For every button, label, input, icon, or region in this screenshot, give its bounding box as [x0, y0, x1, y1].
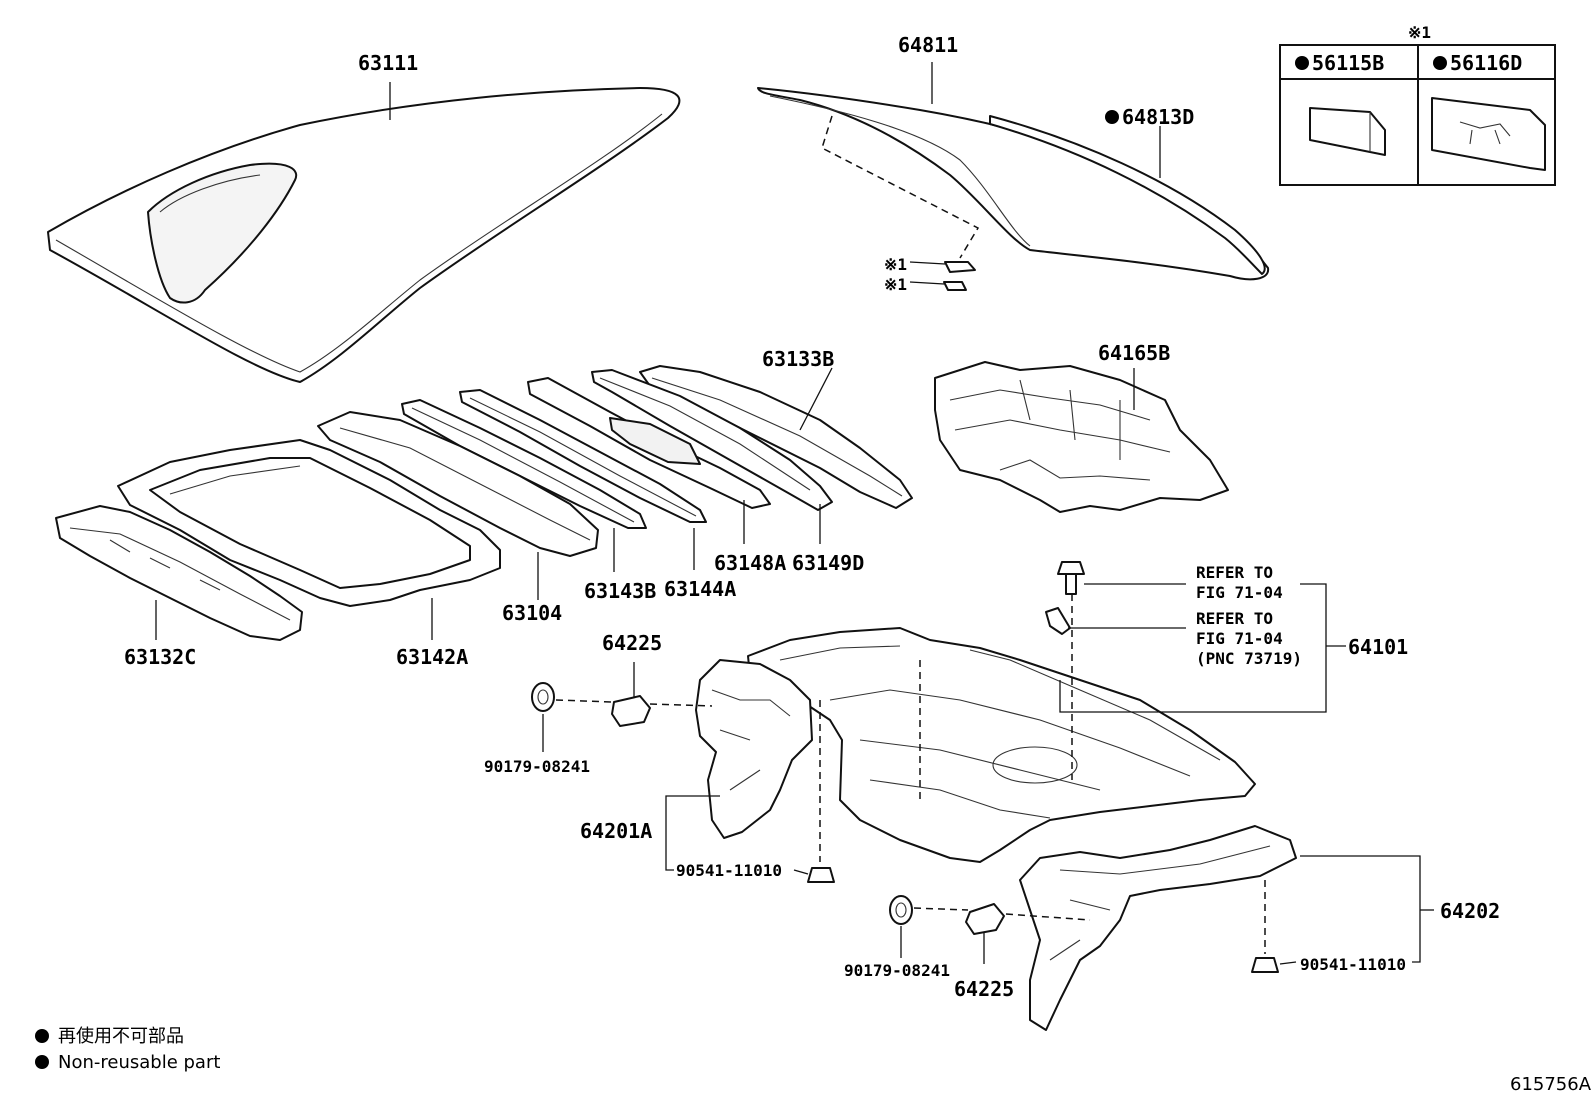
label-63104: 63104: [502, 601, 562, 625]
bolt-fig-71-04: [1057, 561, 1085, 595]
legend-japanese: 再使用不可部品: [58, 1026, 184, 1047]
ref-2-line-2: FIG 71-04: [1196, 629, 1283, 648]
label-64813D: 64813D: [1122, 105, 1194, 129]
label-90541-left: 90541-11010: [676, 861, 782, 880]
label-90541-right: 90541-11010: [1300, 955, 1406, 974]
roof-header-front: [317, 411, 599, 557]
legend-english: Non-reusable part: [58, 1052, 220, 1073]
label-63132C: 63132C: [124, 645, 196, 669]
label-64101: 64101: [1348, 635, 1408, 659]
bracket-64225-left: [611, 695, 651, 727]
roof-bow-63144A: [459, 389, 707, 523]
ref-1-line-1: REFER TO: [1196, 563, 1273, 582]
label-90179-right: 90179-08241: [844, 961, 950, 980]
label-56116D: 56116D: [1450, 51, 1522, 75]
inset-box: [1279, 44, 1556, 186]
back-window-glass: [757, 87, 1270, 281]
back-window-moulding: [989, 115, 1266, 275]
roof-bow-63149D: [591, 369, 833, 511]
label-64225-right: 64225: [954, 977, 1014, 1001]
inset-mark: ※1: [1408, 23, 1431, 42]
windshield-header-panel: [55, 505, 303, 641]
roof-bow-63148A: [527, 377, 771, 509]
label-63143B: 63143B: [584, 579, 656, 603]
nut-90179-right: [889, 895, 913, 925]
label-64202: 64202: [1440, 899, 1500, 923]
label-90179-left: 90179-08241: [484, 757, 590, 776]
diagram-id: 615756A: [1510, 1074, 1592, 1095]
sunroof-reinforcement: [117, 439, 501, 607]
label-64225-left: 64225: [602, 631, 662, 655]
legend-dot-icon: [35, 1055, 49, 1069]
legend-dot-icon: [35, 1029, 49, 1043]
bracket-64225-right: [965, 903, 1005, 935]
bracket-pnc-73719: [1045, 607, 1071, 635]
label-63133B: 63133B: [762, 347, 834, 371]
label-64811: 64811: [898, 33, 958, 57]
nut-90179-left: [531, 682, 555, 712]
package-tray-panel: [747, 627, 1256, 863]
callout-note-2: ※1: [884, 275, 907, 294]
callout-note-1: ※1: [884, 255, 907, 274]
label-64165B: 64165B: [1098, 341, 1170, 365]
non-reusable-marker: [1295, 56, 1309, 70]
ref-1-line-2: FIG 71-04: [1196, 583, 1283, 602]
roof-panel: [47, 87, 681, 383]
label-63111: 63111: [358, 51, 418, 75]
label-56115B: 56115B: [1312, 51, 1384, 75]
label-64201A: 64201A: [580, 819, 652, 843]
clip-spacer-2: [943, 281, 967, 291]
label-63142A: 63142A: [396, 645, 468, 669]
label-63149D: 63149D: [792, 551, 864, 575]
plug-90541-left: [807, 867, 835, 883]
non-reusable-marker: [1105, 110, 1119, 124]
ref-2-line-1: REFER TO: [1196, 609, 1273, 628]
ref-2-line-3: (PNC 73719): [1196, 649, 1302, 668]
label-63144A: 63144A: [664, 577, 736, 601]
plug-90541-right: [1251, 957, 1279, 973]
non-reusable-marker: [1433, 56, 1447, 70]
label-63148A: 63148A: [714, 551, 786, 575]
clip-spacer-1: [944, 261, 976, 273]
package-tray-trim: [934, 361, 1229, 513]
rear-pillar-right: [1019, 825, 1297, 1031]
rear-pillar-left: [695, 659, 813, 839]
